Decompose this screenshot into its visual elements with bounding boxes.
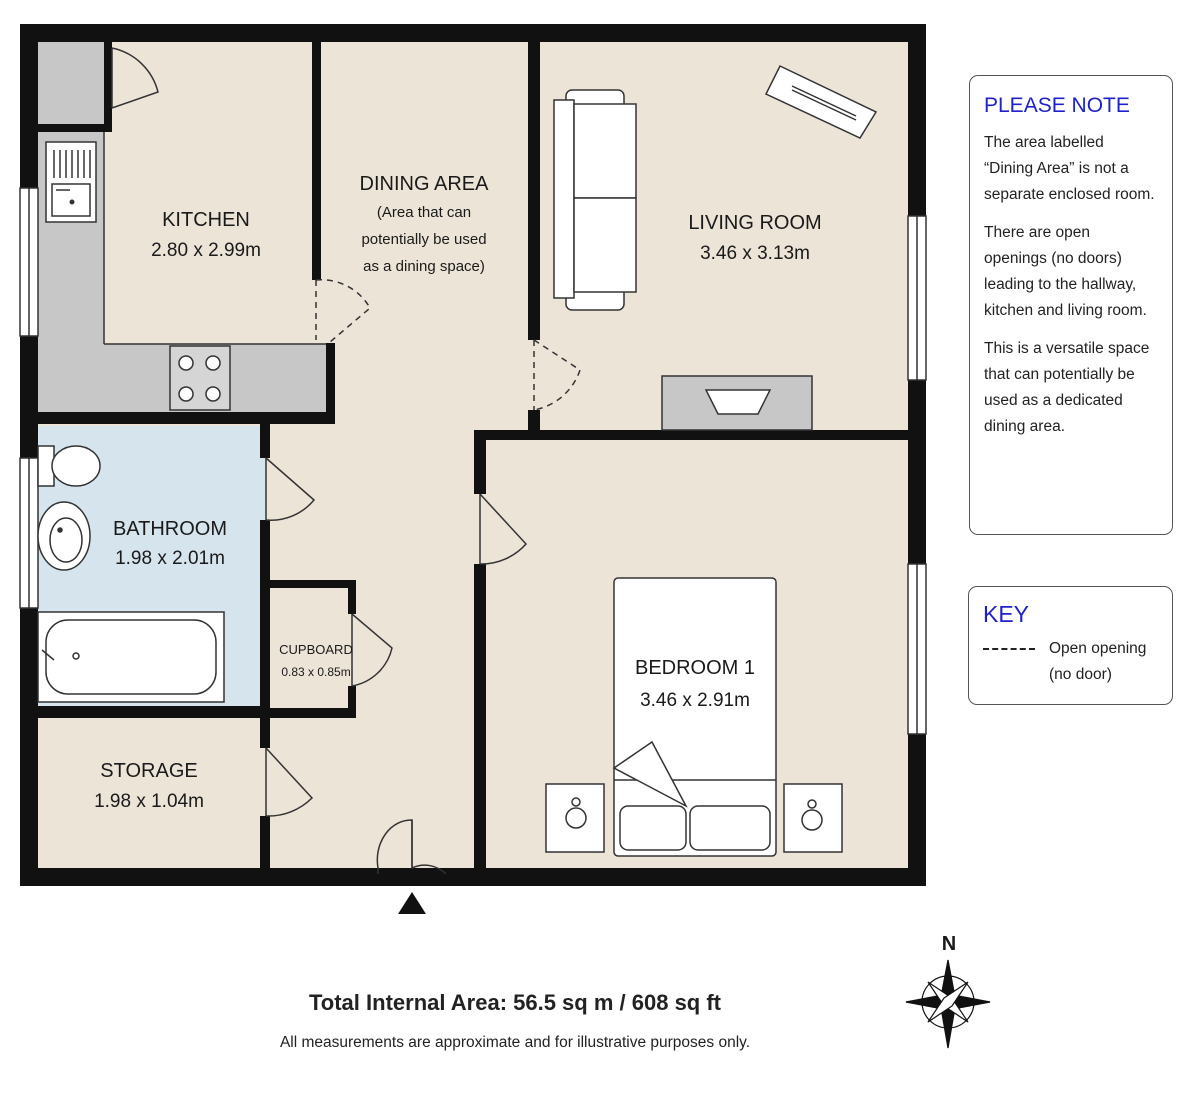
note-line: used as a dedicated bbox=[984, 392, 1123, 409]
dining-note-line: as a dining space) bbox=[363, 258, 485, 275]
basin-icon bbox=[37, 501, 91, 571]
bathroom-name: BATHROOM bbox=[113, 518, 227, 540]
kitchen-name: KITCHEN bbox=[162, 209, 250, 231]
note-line: kitchen and living room. bbox=[984, 302, 1147, 319]
note-line: The area labelled bbox=[984, 134, 1104, 151]
key-description: Open opening (no door) bbox=[1049, 636, 1146, 688]
cupboard-dims: 0.83 x 0.85m bbox=[281, 665, 350, 679]
tv-icon bbox=[764, 65, 878, 139]
kitchen-dims: 2.80 x 2.99m bbox=[151, 240, 261, 261]
entrance-arrow-icon bbox=[398, 892, 426, 914]
open-openings bbox=[315, 278, 581, 411]
fireplace-icon bbox=[661, 375, 813, 431]
sofa-icon bbox=[553, 89, 637, 311]
compass-icon bbox=[905, 959, 991, 1049]
toilet-icon bbox=[37, 445, 101, 487]
note-line: dining area. bbox=[984, 418, 1066, 435]
storage-name: STORAGE bbox=[100, 760, 197, 782]
bedroom-name: BEDROOM 1 bbox=[635, 657, 755, 679]
note-line: There are open bbox=[984, 224, 1090, 241]
note-line: separate enclosed room. bbox=[984, 186, 1155, 203]
dashed-line-icon bbox=[983, 648, 1035, 650]
dining-note-line: (Area that can bbox=[377, 204, 471, 221]
key-line: Open opening bbox=[1049, 640, 1147, 657]
entrance-door bbox=[376, 819, 447, 875]
sink-icon bbox=[45, 141, 97, 223]
note-paragraph: The area labelled “Dining Area” is not a… bbox=[984, 130, 1158, 208]
doors bbox=[111, 47, 528, 875]
living-dims: 3.46 x 3.13m bbox=[700, 243, 810, 264]
windows bbox=[19, 187, 927, 735]
total-area: Total Internal Area: 56.5 sq m / 608 sq … bbox=[308, 990, 722, 1015]
cupboard-name: CUPBOARD bbox=[279, 642, 353, 657]
key-panel: KEY Open opening (no door) bbox=[968, 586, 1173, 705]
room-labels: KITCHEN 2.80 x 2.99m DINING AREA (Area t… bbox=[94, 173, 822, 812]
living-name: LIVING ROOM bbox=[688, 212, 821, 234]
note-line: openings (no doors) bbox=[984, 250, 1122, 267]
disclaimer: All measurements are approximate and for… bbox=[279, 1034, 751, 1051]
key-title: KEY bbox=[983, 601, 1030, 627]
nightstand-right-icon bbox=[783, 783, 843, 853]
note-line: This is a versatile space bbox=[984, 340, 1150, 357]
note-panel: PLEASE NOTE The area labelled “Dining Ar… bbox=[969, 75, 1173, 535]
storage-dims: 1.98 x 1.04m bbox=[94, 791, 204, 812]
note-paragraph: This is a versatile space that can poten… bbox=[984, 336, 1158, 440]
note-paragraph: There are open openings (no doors) leadi… bbox=[984, 220, 1158, 324]
key-row-open-opening: Open opening (no door) bbox=[983, 636, 1158, 688]
note-line: leading to the hallway, bbox=[984, 276, 1137, 293]
bathtub-icon bbox=[37, 611, 225, 703]
nightstand-left-icon bbox=[545, 783, 605, 853]
note-line: that can potentially be bbox=[984, 366, 1135, 383]
bathroom-dims: 1.98 x 2.01m bbox=[115, 548, 225, 569]
compass-north-label: N bbox=[942, 933, 956, 955]
key-line: (no door) bbox=[1049, 666, 1112, 683]
kitchen-closet bbox=[38, 42, 106, 124]
dining-note-line: potentially be used bbox=[361, 231, 486, 248]
bed-icon bbox=[612, 577, 777, 857]
dining-name: DINING AREA bbox=[360, 173, 490, 195]
bedroom-dims: 3.46 x 2.91m bbox=[640, 690, 750, 711]
note-line: “Dining Area” is not a bbox=[984, 160, 1129, 177]
note-title: PLEASE NOTE bbox=[984, 94, 1130, 117]
hob-icon bbox=[169, 345, 231, 411]
